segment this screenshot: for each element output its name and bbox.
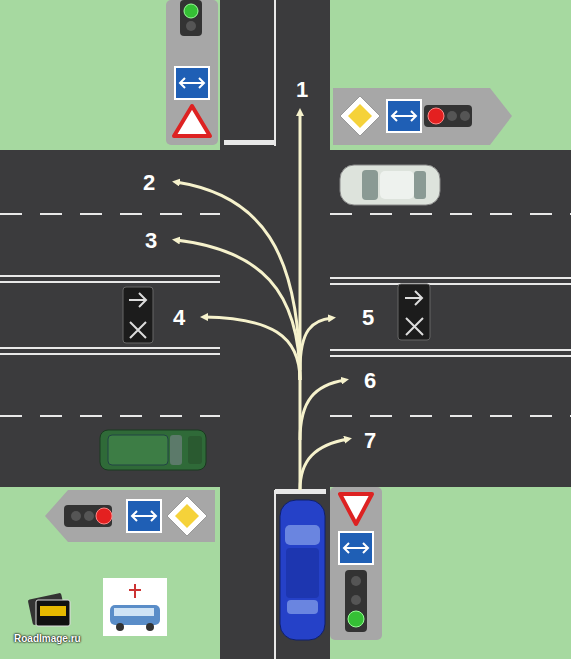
callout-number: 2 (143, 171, 155, 195)
callout-number: 7 (364, 429, 376, 453)
section-signal (123, 284, 430, 343)
signal-panel (330, 487, 382, 640)
callout-number: 1 (296, 78, 308, 102)
green-car (100, 430, 206, 470)
callout-number: 4 (173, 306, 185, 330)
watermark-icon (28, 593, 70, 626)
blue-car (280, 500, 325, 640)
signal-panel (166, 0, 218, 145)
logo-icon (103, 578, 167, 636)
signal-panel (45, 490, 215, 542)
white-car (340, 165, 440, 205)
callout-number: 6 (364, 369, 376, 393)
callout-number: 5 (362, 306, 374, 330)
signal-panel (333, 88, 512, 145)
callout-number: 3 (145, 229, 157, 253)
watermark-text: RoadImage.ru (14, 633, 81, 645)
